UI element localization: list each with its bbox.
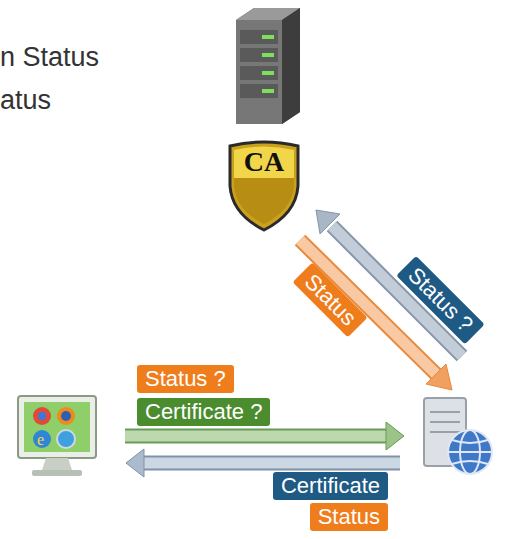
svg-text:e: e (37, 431, 44, 448)
certificate-tag: Certificate (273, 472, 388, 500)
request-arrow (125, 422, 404, 450)
status-request-tag: Status ? (137, 365, 234, 393)
certificate-request-tag: Certificate ? (137, 398, 270, 426)
status-tag: Status (310, 503, 388, 531)
slide-text: atus (0, 83, 51, 117)
node-label: CA (226, 140, 302, 178)
web-server (424, 398, 492, 474)
server-tower (236, 8, 300, 124)
ca-shield: CA (226, 140, 302, 232)
browser-monitor: e (18, 396, 96, 476)
slide-text: n Status (0, 40, 99, 74)
